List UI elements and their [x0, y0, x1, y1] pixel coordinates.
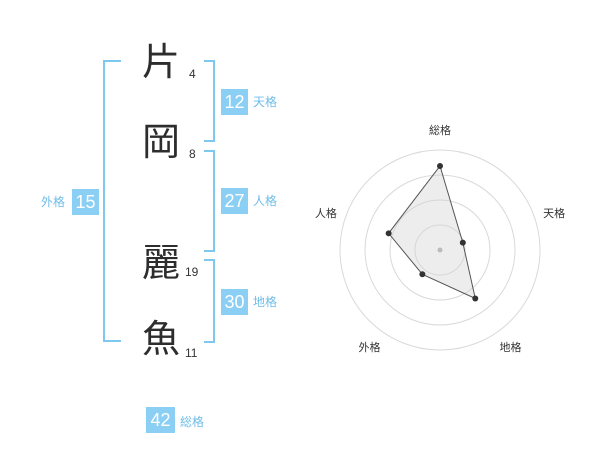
name-char-3: 麗 — [142, 241, 181, 285]
stroke-count-2: 8 — [189, 147, 196, 161]
radar-ring-1 — [414, 224, 466, 276]
name-char-1: 片 — [142, 40, 181, 84]
radar-axis-label-1: 総格 — [429, 123, 451, 137]
jinkaku-bracket — [204, 150, 215, 252]
stroke-count-3: 19 — [185, 265, 199, 279]
soukaku-label: 総格 — [180, 415, 205, 429]
gaikaku-label: 外格 — [41, 195, 66, 209]
radar-point-4 — [419, 271, 426, 278]
gaikaku-value-badge: 15 — [72, 189, 99, 215]
radar-point-3 — [472, 295, 479, 302]
radar-axis-label-2: 天格 — [543, 206, 565, 220]
radar-axis-label-4: 外格 — [358, 340, 380, 354]
radar-point-1 — [437, 163, 443, 169]
gaikaku-bracket — [103, 60, 121, 342]
radar-area — [387, 164, 477, 300]
chikaku-label: 地格 — [253, 295, 278, 309]
radar-ring-2 — [389, 199, 491, 301]
stroke-count-1: 4 — [189, 67, 196, 81]
radar-axis-label-5: 人格 — [315, 206, 337, 220]
stroke-count-4: 11 — [185, 346, 198, 360]
jinkaku-label: 人格 — [253, 194, 278, 208]
name-char-4: 魚 — [142, 317, 181, 361]
soukaku-value-badge: 42 — [146, 407, 175, 433]
name-char-2: 岡 — [142, 120, 181, 164]
jinkaku-value-badge: 27 — [221, 188, 248, 214]
radar-axis-label-3: 地格 — [500, 340, 522, 354]
radar-point-5 — [385, 230, 392, 237]
tenkaku-label: 天格 — [253, 95, 278, 109]
chikaku-value-badge: 30 — [221, 289, 248, 315]
radar-ring-3 — [364, 174, 516, 326]
radar-ring-4 — [339, 149, 541, 351]
radar-center — [437, 247, 443, 253]
tenkaku-bracket — [204, 60, 215, 142]
tenkaku-value-badge: 12 — [221, 89, 248, 115]
chikaku-bracket — [204, 259, 215, 343]
radar-point-2 — [459, 239, 466, 246]
